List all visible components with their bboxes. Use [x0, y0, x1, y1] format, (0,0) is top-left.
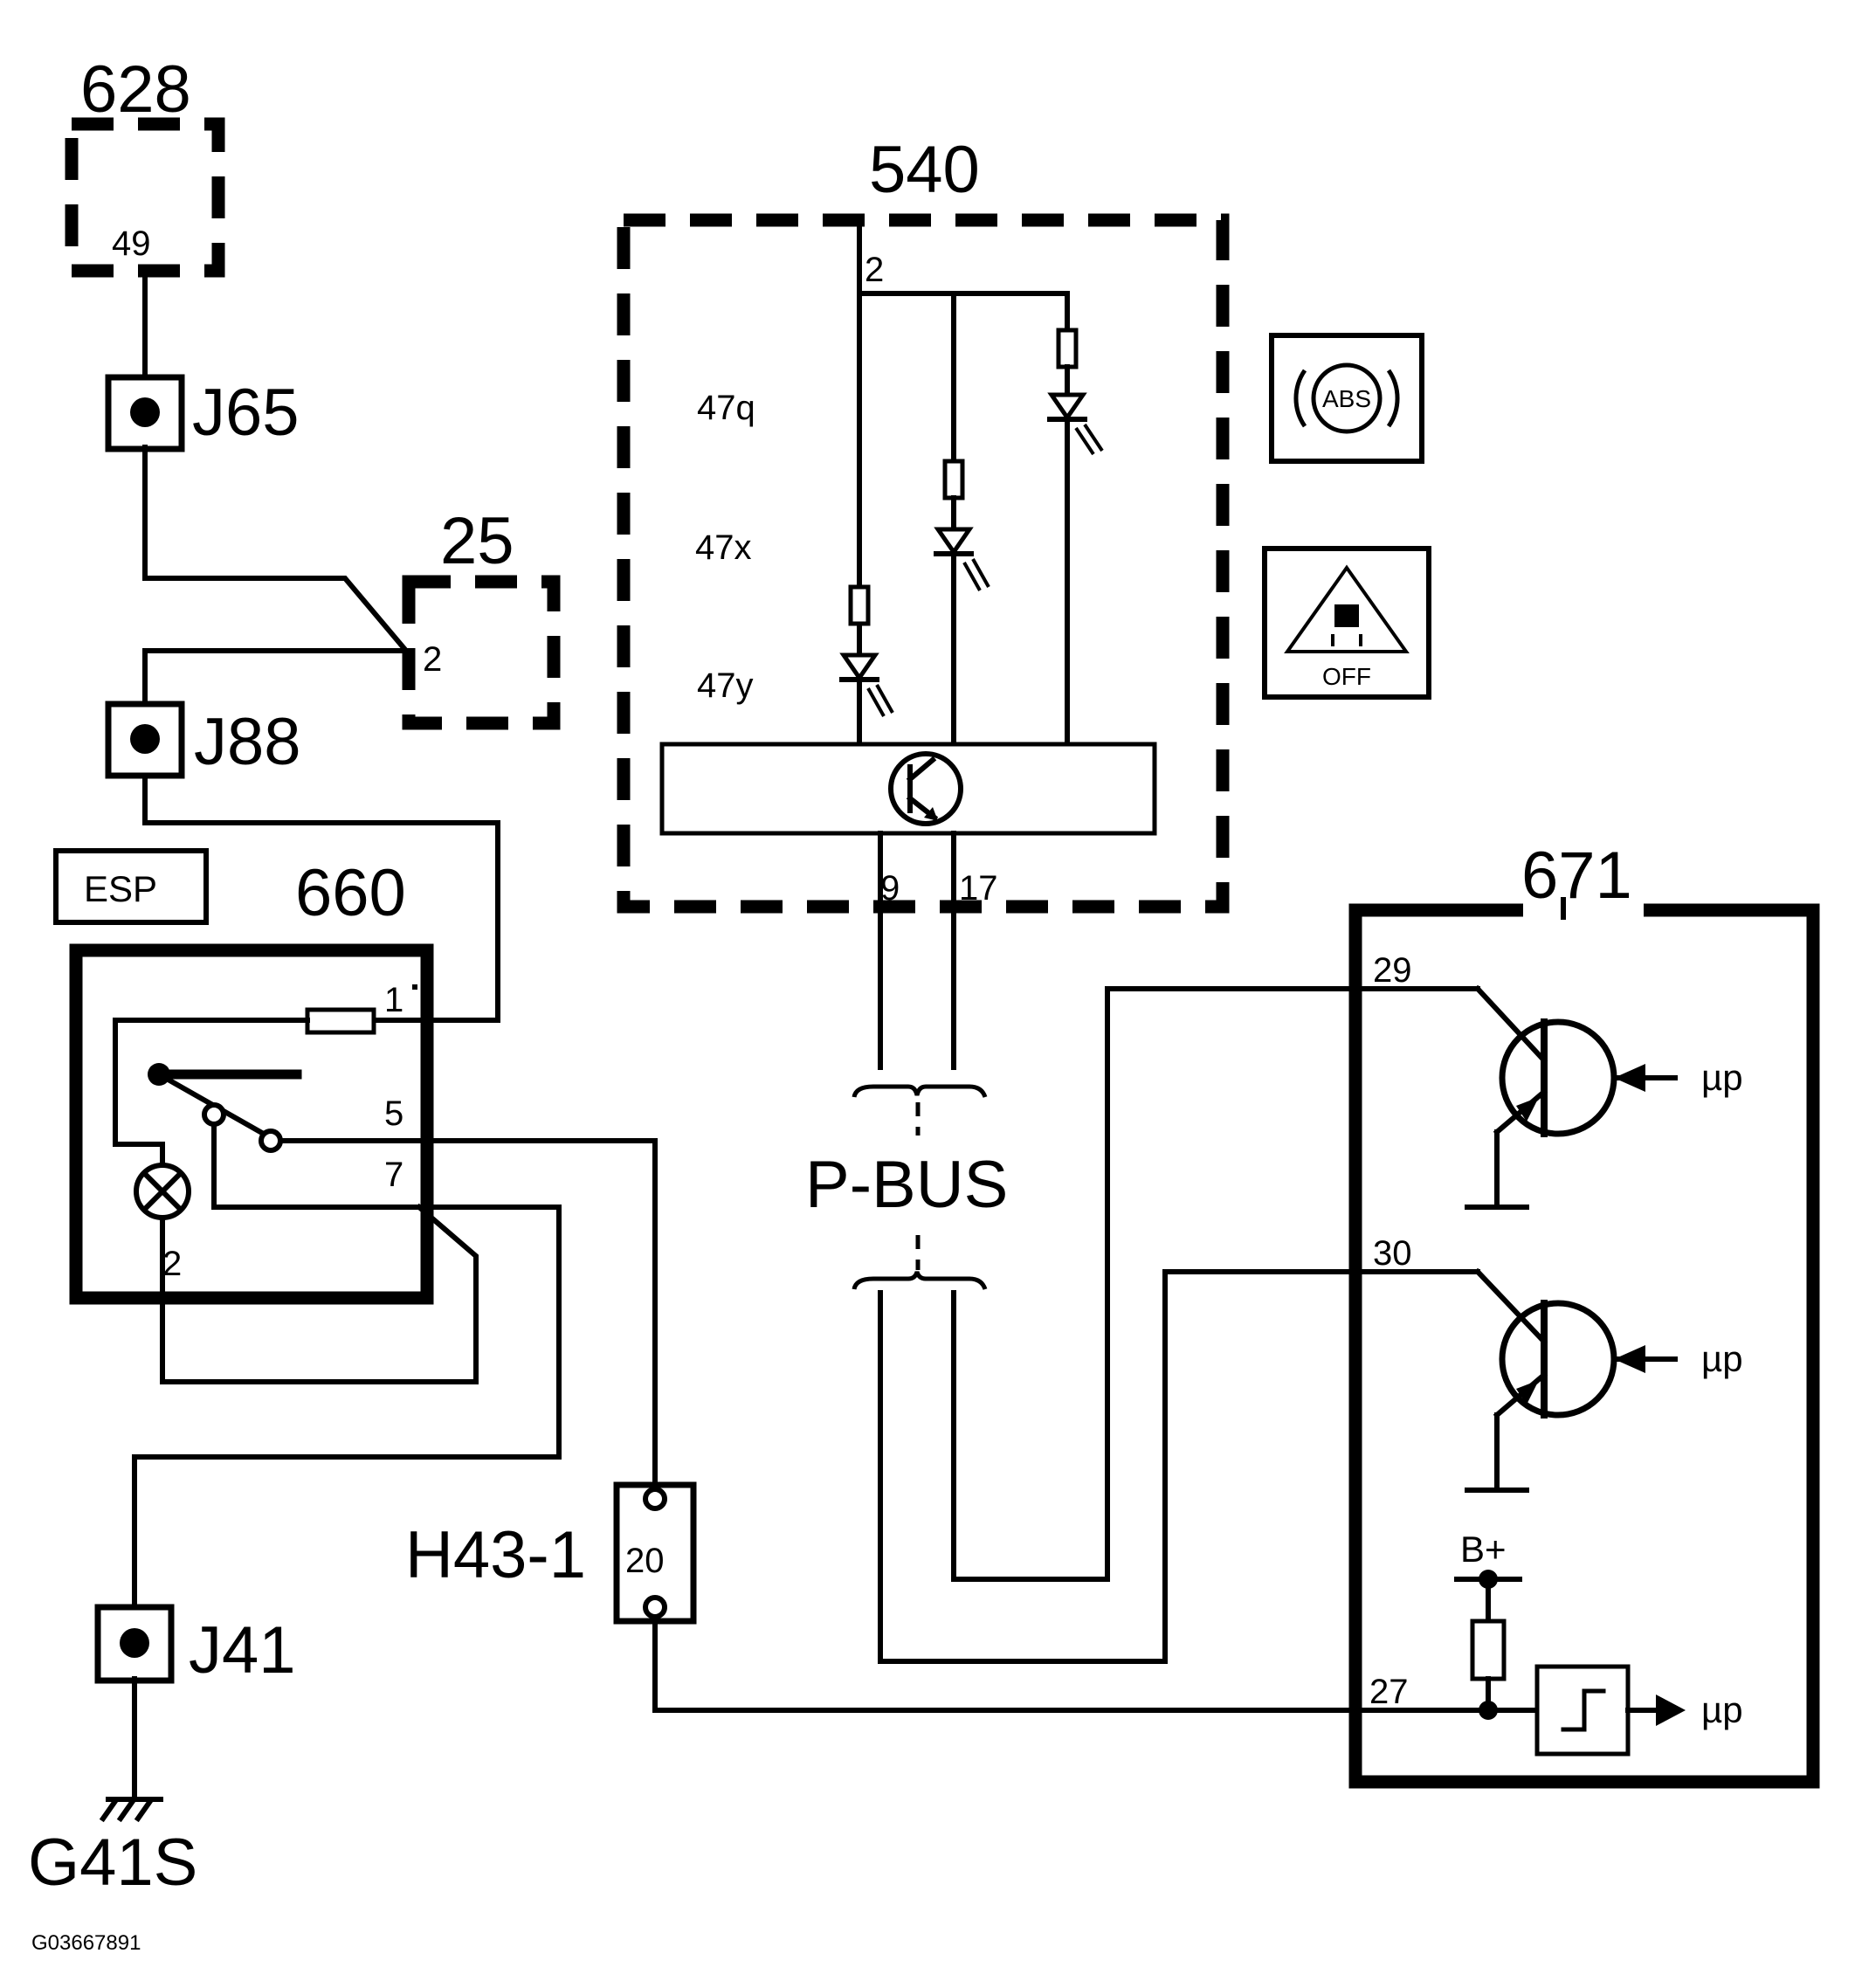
esp-off-icon-text: OFF	[1322, 663, 1371, 690]
ground-label: G41S	[28, 1826, 197, 1900]
wires-660-external	[132, 1138, 658, 1802]
component-540-pin-17: 17	[959, 869, 998, 908]
component-660-pin-7: 7	[384, 1156, 403, 1194]
output-transistor-30: µp	[1465, 1267, 1743, 1493]
wire-628-to-25	[142, 268, 410, 655]
output-transistor-29: µp	[1465, 984, 1743, 1210]
component-660-pin-5: 5	[384, 1094, 403, 1133]
connector-H43-1-label: H43-1	[405, 1518, 586, 1592]
schmitt-trigger-icon	[1534, 1664, 1631, 1757]
led-47y-label: 47y	[697, 666, 754, 705]
component-540-label: 540	[869, 133, 980, 207]
component-540-pin-2: 2	[865, 251, 884, 289]
p-bus: P-BUS	[805, 831, 1472, 1664]
connector-H43-1-pin: 20	[625, 1542, 665, 1580]
component-628-label: 628	[80, 52, 191, 127]
output-up-30: µp	[1701, 1338, 1743, 1379]
component-540: 540 2 47q 47x 47y	[617, 133, 1230, 914]
component-671-label: 671	[1521, 839, 1632, 913]
esp-off-warning-icon: OFF	[1262, 546, 1431, 700]
ground-symbol: G41S	[28, 1797, 197, 1900]
component-25-label: 25	[440, 504, 514, 578]
transistor-icon	[888, 751, 963, 826]
connector-H43-1: 20 H43-1	[405, 1481, 697, 1625]
component-25: 25 2	[402, 504, 561, 730]
resistor-660	[305, 1007, 376, 1035]
esp-badge: ESP	[84, 868, 157, 909]
component-628: 628 49	[65, 52, 225, 278]
junction-J88-label: J88	[194, 705, 301, 779]
component-660-pin-1: 1	[384, 981, 403, 1019]
junction-J65: J65	[105, 374, 300, 452]
component-660: ESP 660 1 5 7 2	[53, 848, 434, 1384]
component-660-pin-2: 2	[162, 1245, 182, 1283]
lamp-icon	[134, 1163, 191, 1220]
junction-J88: J88	[105, 701, 301, 779]
wire-25-to-660	[142, 648, 500, 1023]
pull-up-resistor	[1470, 1619, 1507, 1681]
component-671-pin-27: 27	[1369, 1673, 1409, 1711]
component-671-pin-30: 30	[1373, 1234, 1412, 1273]
component-660-label: 660	[295, 856, 406, 930]
wire-H43-to-671-27	[652, 1615, 1489, 1713]
component-671-pin-29: 29	[1373, 951, 1412, 990]
led-47x	[934, 459, 990, 747]
output-up-27: µp	[1701, 1689, 1743, 1730]
led-47q	[1047, 328, 1104, 747]
led-47q-label: 47q	[697, 389, 755, 427]
abs-icon-text: ABS	[1322, 385, 1371, 412]
output-up-29: µp	[1701, 1057, 1743, 1098]
supply-b-plus-label: B+	[1460, 1529, 1507, 1570]
component-25-pin: 2	[423, 640, 442, 679]
input-stage-27: B+ µp	[1454, 1529, 1743, 1757]
diagram-id: G03667891	[31, 1931, 141, 1955]
junction-J41: J41	[94, 1604, 296, 1688]
component-671: 671 29 30 27 µp	[1348, 839, 1820, 1789]
junction-J41-label: J41	[189, 1613, 296, 1688]
led-47x-label: 47x	[695, 528, 752, 567]
junction-J65-label: J65	[192, 376, 300, 450]
led-47y	[839, 584, 894, 717]
component-628-pin: 49	[112, 224, 151, 263]
p-bus-label: P-BUS	[805, 1148, 1008, 1222]
switch-icon	[148, 1063, 302, 1153]
abs-warning-icon: ABS	[1269, 333, 1424, 464]
component-540-pin-9: 9	[880, 869, 900, 908]
